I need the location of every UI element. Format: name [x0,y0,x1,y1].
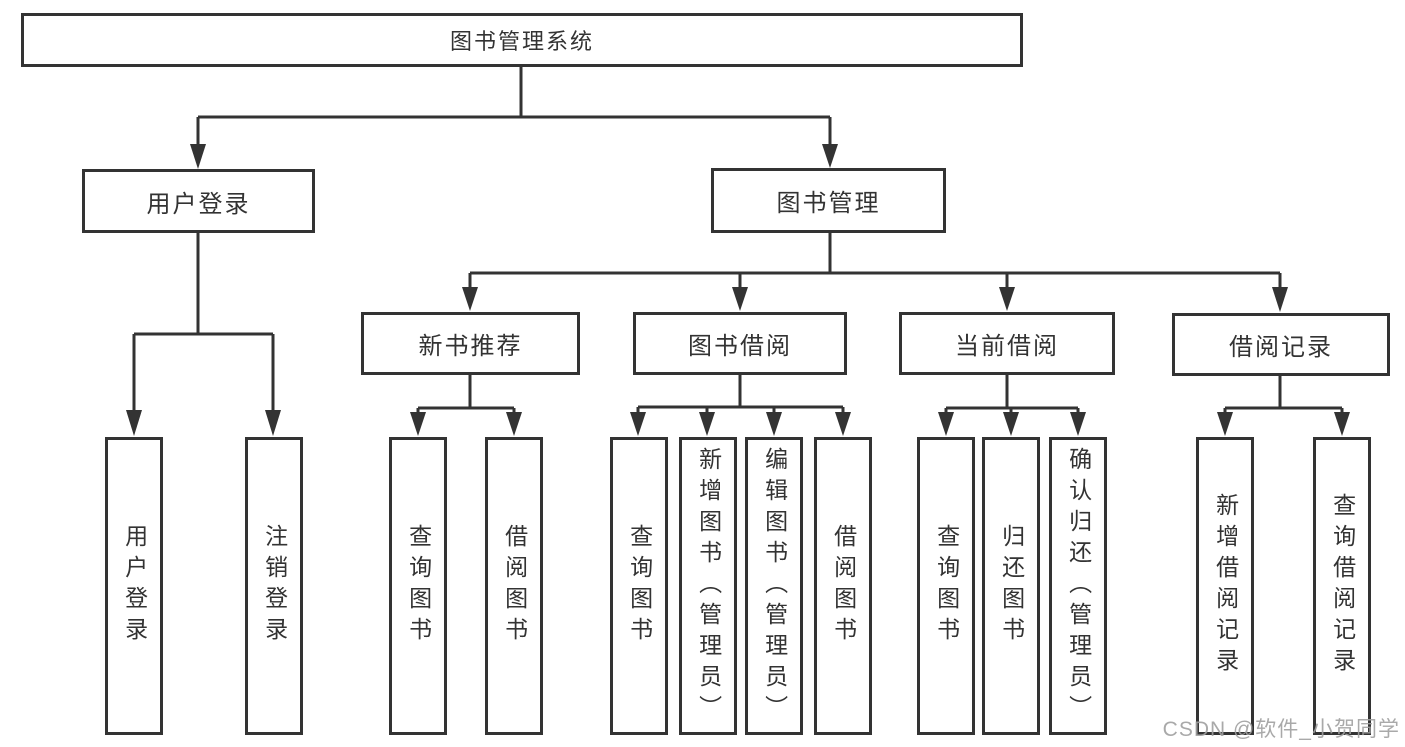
arrowhead-icon [699,412,715,436]
csdn-watermark: CSDN @软件_小贺同学 [1162,718,1400,741]
node-book-borrowing: 图书借阅 [633,312,847,375]
leaf-query-books-current: 查询图书 [917,437,975,735]
leaf-add-book-admin: 新增图书（管理员） [679,437,737,735]
node-label: 查询图书 [626,524,653,648]
connector-book-borrowing-children [630,375,851,436]
node-label: 查询图书 [933,524,960,648]
leaf-query-books-borrowing: 查询图书 [610,437,668,735]
node-user-login: 用户登录 [82,169,315,233]
node-label: 新书推荐 [418,333,523,360]
arrowhead-icon [1003,412,1019,436]
node-label: 用户登录 [146,190,251,218]
arrowhead-icon [1217,412,1233,436]
connector-line [196,67,832,146]
connector-line [636,375,845,414]
arrowhead-icon [766,412,782,436]
arrowhead-icon [1334,412,1350,436]
node-label: 用户登录 [121,524,148,648]
arrowhead-icon [410,412,426,436]
leaf-confirm-return-admin: 确认归还（管理员） [1049,437,1107,735]
connector-line [468,233,1282,288]
connector-root-to-level2 [190,67,838,169]
node-label: 借阅图书 [501,524,528,648]
arrowhead-icon [835,412,851,436]
connector-line [132,233,275,412]
connector-book-management-children [462,233,1288,312]
leaf-return-books: 归还图书 [982,437,1040,735]
leaf-edit-book-admin: 编辑图书（管理员） [745,437,803,735]
arrowhead-icon [999,287,1015,311]
connector-borrowing-records-children [1217,376,1350,436]
connector-line [1223,376,1344,414]
leaf-borrow-books-borrowing: 借阅图书 [814,437,872,735]
connector-user-login-children [126,233,281,436]
arrowhead-icon [506,412,522,436]
node-label: 确认归还（管理员） [1065,446,1092,726]
node-label: 图书管理 [776,190,881,217]
arrowhead-icon [1070,412,1086,436]
node-label: 当前借阅 [955,333,1059,360]
node-label: 查询借阅记录 [1329,493,1356,679]
arrowhead-icon [265,410,281,436]
node-label: 新增借阅记录 [1212,493,1239,679]
node-label: 编辑图书（管理员） [761,446,788,726]
connector-current-borrowing-children [938,375,1086,436]
node-current-borrowing: 当前借阅 [899,312,1115,375]
connector-line [416,375,516,414]
arrowhead-icon [732,287,748,311]
arrowhead-icon [630,412,646,436]
node-label: 图书管理系统 [449,29,594,54]
leaf-user-login: 用户登录 [105,437,163,735]
node-borrowing-records: 借阅记录 [1172,313,1390,376]
arrowhead-icon [126,410,142,436]
node-library-system: 图书管理系统 [21,13,1023,67]
node-label: 图书借阅 [688,333,792,360]
connector-line [944,375,1080,414]
leaf-borrow-books-recommend: 借阅图书 [485,437,543,735]
arrowhead-icon [462,287,478,311]
node-label: 归还图书 [998,524,1025,648]
arrowhead-icon [938,412,954,436]
leaf-add-borrow-record: 新增借阅记录 [1196,437,1254,735]
arrowhead-icon [822,144,838,168]
node-label: 借阅图书 [830,524,857,648]
leaf-query-borrow-record: 查询借阅记录 [1313,437,1371,735]
node-label: 新增图书（管理员） [695,446,722,726]
node-label: 查询图书 [405,524,432,648]
node-book-management: 图书管理 [711,168,946,233]
arrowhead-icon [190,144,206,169]
connector-new-book-children [410,375,522,436]
arrowhead-icon [1272,287,1288,312]
node-label: 注销登录 [261,524,288,648]
leaf-logout: 注销登录 [245,437,303,735]
node-label: 借阅记录 [1229,334,1333,361]
node-new-book-recommendation: 新书推荐 [361,312,580,375]
leaf-query-books-recommend: 查询图书 [389,437,447,735]
